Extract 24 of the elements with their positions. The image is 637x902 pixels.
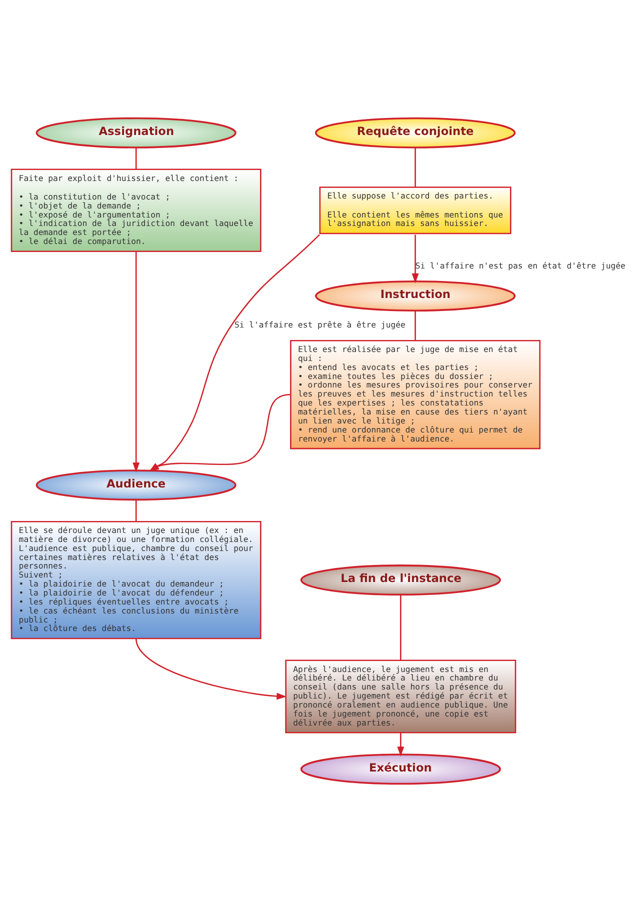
connector xyxy=(400,594,402,660)
arrow xyxy=(397,732,404,756)
edge-label: Si l'affaire n'est pas en état d'être jugée xyxy=(415,260,626,270)
edge-label: Si l'affaire est prête à être jugée xyxy=(234,320,406,330)
node-box: Faite par exploit d'huissier, elle contient : • la constitution de l'avocat ; • l'objet de la demande ; • l'exposé de l'argumentation ; • l'indication de la juridiction devant laquelle la demande est portée ; • le délai de comparution. xyxy=(10,168,262,252)
node-ellipse: Audience xyxy=(36,470,236,501)
connector xyxy=(135,500,137,522)
arrow xyxy=(149,394,290,472)
arrow xyxy=(132,251,140,472)
node-box: Elle se déroule devant un juge unique (ex : en matière de divorce) ou une formation collégiale. L'audience est publique, chambre du conseil pour certaines matières relatives à l'état des personnes. Suivent ; • la plaidoirie de l'avocat du demandeur ; • la plaidoirie de l'avocat du défendeur ; • les répliques éventuelles entre avocats ; • le cas échéant les conclusions du ministère public ; • la clôture des débats. xyxy=(10,520,262,640)
arrow xyxy=(135,638,287,700)
node-ellipse: Instruction xyxy=(314,280,516,312)
node-box: Elle suppose l'accord des parties. Elle contient les mêmes mentions que l'assignation mais sans huissier. xyxy=(319,186,512,234)
connector xyxy=(414,148,416,188)
node-ellipse: La fin de l'instance xyxy=(300,564,501,596)
arrow xyxy=(149,234,320,472)
node-ellipse: Exécution xyxy=(300,754,501,785)
node-box: Après l'audience, le jugement est mis en délibéré. Le délibéré a lieu en chambre du conseil (dans une salle hors la présence du public). Le jugement est rédigé par écrit et prononcé oralement en audience publique. Une fois le jugement prononcé, une copie est délivrée aux parties. xyxy=(285,660,516,734)
node-box: Elle est réalisée par le juge de mise en état qui : • entend les avocats et les parties ; • examine toutes les pièces du dossier ; • ordonne les mesures provisoires pour conserver les preuves et les mesures d'instruction telles que les expertises ; les constatations matérielles, la mise en cause des tiers n'ayant un lien avec le litige ; • rend une ordonnance de clôture qui permet de renvoyer l'affaire à l'audience. xyxy=(290,340,540,450)
arrow xyxy=(412,234,419,284)
node-ellipse: Requête conjointe xyxy=(314,117,516,148)
node-ellipse: Assignation xyxy=(36,117,236,148)
connector xyxy=(135,148,137,170)
connector xyxy=(414,310,416,341)
